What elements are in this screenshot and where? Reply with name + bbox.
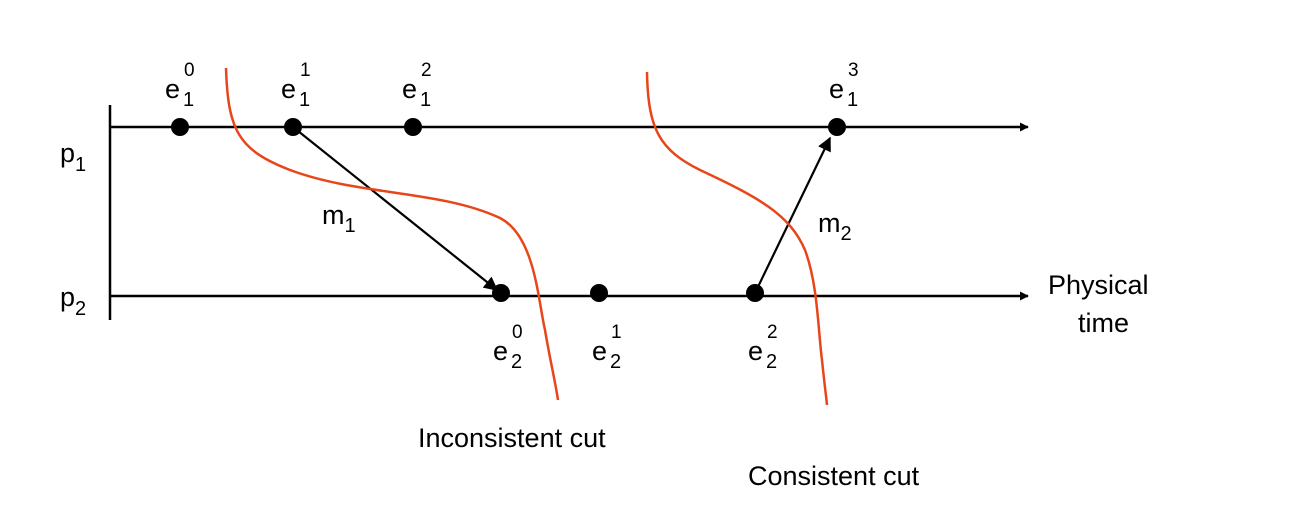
consistent-cut-curve bbox=[645, 71, 829, 406]
event-e1-3-dot bbox=[828, 118, 846, 136]
message-m2-arrow bbox=[754, 136, 831, 294]
message-m1-arrow bbox=[292, 126, 499, 291]
message-label-m2: m2 bbox=[818, 208, 852, 245]
inconsistent-cut-label: Inconsistent cut bbox=[418, 423, 606, 453]
event-e2-1-dot bbox=[590, 284, 608, 302]
inconsistent-cut-curve bbox=[224, 67, 560, 401]
event-e2-2-dot bbox=[746, 284, 764, 302]
event-e1-1-dot bbox=[284, 118, 302, 136]
event-e2-0-dot bbox=[492, 284, 510, 302]
physical-time-label: Physical time bbox=[1048, 270, 1156, 338]
process-label-p2: p2 bbox=[60, 282, 86, 320]
event-e1-0-dot bbox=[171, 118, 189, 136]
consistent-cut-label: Consistent cut bbox=[748, 461, 920, 491]
message-label-m1: m1 bbox=[322, 200, 356, 237]
event-e1-2-dot bbox=[404, 118, 422, 136]
process-label-p1: p1 bbox=[60, 138, 86, 176]
